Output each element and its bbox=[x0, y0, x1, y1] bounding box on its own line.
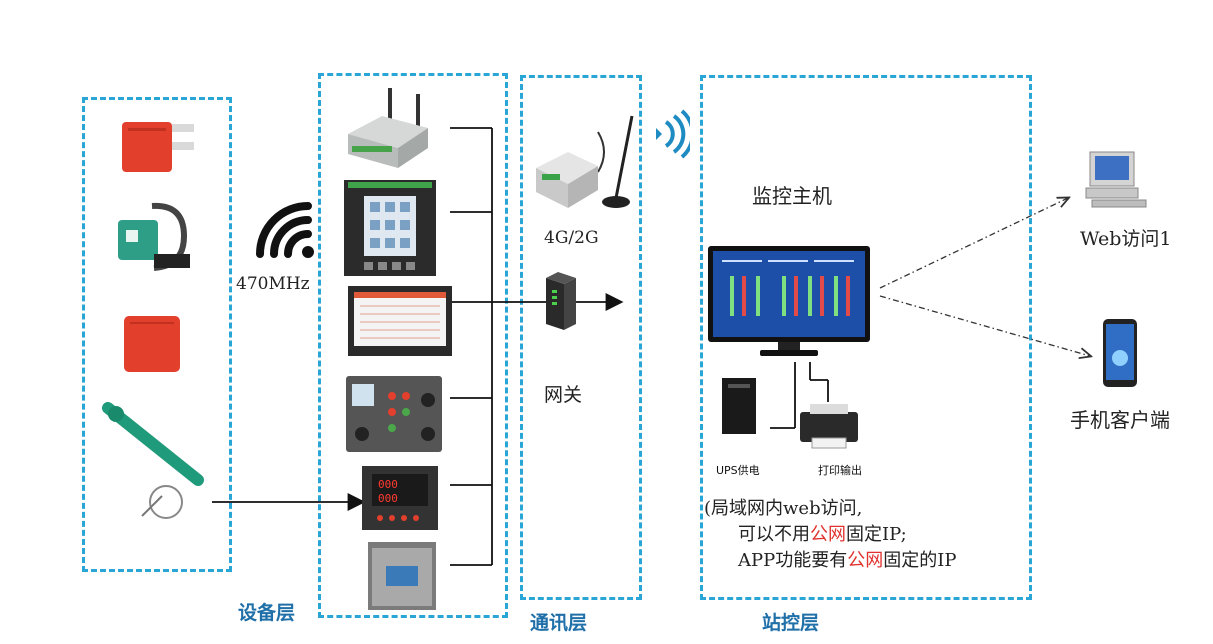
device-layer-label: 设备层 bbox=[238, 602, 296, 624]
note-line2-highlight: 公网 bbox=[810, 524, 846, 545]
digital-meter-device-icon: 000 000 bbox=[362, 466, 438, 534]
wifi-signal-icon bbox=[250, 196, 320, 262]
gateway-label: 网关 bbox=[544, 384, 583, 406]
switchgear-controller-device-icon bbox=[346, 376, 442, 456]
4g-module-device-icon bbox=[528, 112, 638, 220]
desktop-computer-icon bbox=[1082, 150, 1152, 214]
red-box-sensor-icon bbox=[122, 312, 184, 380]
mobile-phone-icon bbox=[1102, 318, 1138, 392]
note-line3-suffix: 固定的IP bbox=[883, 550, 957, 571]
4g-label: 4G/2G bbox=[544, 228, 599, 248]
device-sensor-box bbox=[82, 97, 232, 572]
hmi-touchscreen-device-icon bbox=[348, 286, 452, 360]
gateway-device-icon bbox=[544, 270, 580, 336]
station-layer-box bbox=[700, 75, 1032, 600]
cabinet-display-device-icon bbox=[368, 542, 436, 614]
note-line1: (局域网内web访问, bbox=[704, 498, 863, 519]
green-strap-sensor-icon bbox=[102, 400, 212, 494]
note-line2-suffix: 固定IP; bbox=[846, 524, 907, 545]
device-layer-box bbox=[318, 73, 508, 618]
printer-icon bbox=[796, 402, 862, 456]
station-layer-label: 站控层 bbox=[762, 612, 820, 634]
mobile-client-label: 手机客户端 bbox=[1070, 408, 1170, 432]
note-line2: 可以不用公网固定IP; bbox=[738, 520, 907, 546]
wireless-receiver-device-icon bbox=[342, 84, 434, 178]
comm-layer-box bbox=[520, 75, 642, 600]
comm-layer-label: 通讯层 bbox=[530, 612, 588, 634]
host-label: 监控主机 bbox=[752, 184, 832, 208]
probe-wire-sensor-icon bbox=[132, 482, 202, 532]
signal-broadcast-icon bbox=[648, 108, 695, 164]
red-clamp-sensor-icon bbox=[120, 112, 198, 180]
web-access-label: Web访问1 bbox=[1080, 228, 1172, 250]
printer-label: 打印输出 bbox=[818, 464, 862, 477]
note-line3-prefix: APP功能要有 bbox=[738, 550, 848, 571]
ups-icon bbox=[720, 376, 758, 440]
ups-label: UPS供电 bbox=[716, 464, 760, 477]
monitor-host-icon bbox=[708, 246, 872, 364]
cable-temperature-sensor-icon bbox=[112, 196, 196, 282]
note-line3: APP功能要有公网固定的IP bbox=[738, 546, 956, 572]
touch-meter-device-icon bbox=[344, 180, 436, 280]
svg-text:000: 000 bbox=[378, 478, 398, 491]
svg-text:000: 000 bbox=[378, 492, 398, 505]
note-line3-highlight: 公网 bbox=[847, 550, 884, 571]
note-line2-prefix: 可以不用 bbox=[738, 524, 810, 545]
freq-label: 470MHz bbox=[236, 274, 310, 294]
